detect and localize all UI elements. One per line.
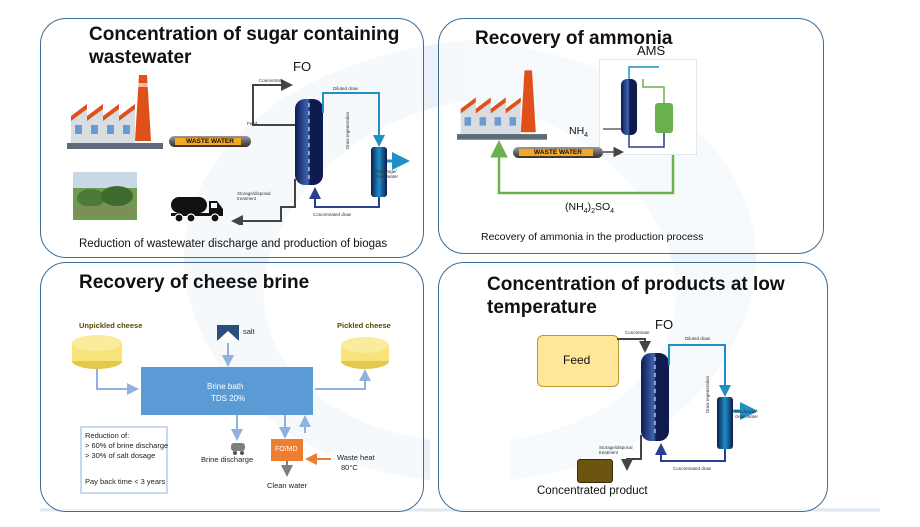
concentrated-product-label: Concentrated product — [537, 485, 648, 497]
membrane-column-icon — [295, 99, 323, 185]
feed-label: Feed — [247, 121, 258, 126]
fo-label: FO — [293, 59, 312, 74]
concentrate-label: Concentrate — [259, 78, 284, 83]
brine-bath-label: Brine bath — [207, 382, 244, 391]
panel-caption: Recovery of ammonia in the production pr… — [481, 231, 704, 243]
cheese-wheel-icon — [72, 335, 122, 369]
fo-process-diagram — [617, 338, 758, 471]
ammonium-sulfate-label: (NH4)2SO4 — [565, 201, 615, 216]
small-tank-icon — [231, 443, 245, 455]
panel-sugar-wastewater: Concentration of sugar containing wastew… — [40, 18, 424, 258]
panel-ammonia-recovery: Recovery of ammonia AMS NH4 WASTE WATER — [438, 18, 824, 254]
temperature-label: 80°C — [341, 463, 358, 472]
reduction-heading: Reduction of: — [85, 431, 130, 440]
draw-regeneration-label: Draw regeneration — [705, 375, 710, 413]
tanker-truck-icon — [171, 197, 223, 223]
ams-label: AMS — [637, 43, 666, 58]
unpickled-cheese-label: Unpickled cheese — [79, 321, 143, 330]
panel-title: Concentration of sugar containing wastew… — [89, 23, 399, 69]
factory-icon — [457, 70, 547, 140]
brine-reduction-text: > 60% of brine discharge — [85, 441, 169, 450]
discharge-label: Discharge/clean water — [735, 409, 759, 419]
tds-label: TDS 20% — [211, 394, 246, 403]
biogas-plant-icon — [73, 172, 137, 220]
concentrate-label: Concentrate — [625, 330, 650, 335]
nh4-label: NH4 — [569, 125, 589, 140]
panel-title: Recovery of cheese brine — [79, 272, 310, 293]
pickled-cheese-label: Pickled cheese — [337, 321, 391, 330]
concentrated-product-box — [577, 459, 613, 483]
salt-label: salt — [243, 327, 255, 336]
fo-label: FO — [655, 317, 674, 332]
cheese-brine-diagram — [72, 325, 389, 494]
fomd-label: FO/MD — [275, 446, 298, 453]
concentrated-draw-label: Concentrated draw — [673, 466, 712, 471]
waste-heat-label: Waste heat — [337, 453, 375, 462]
panel-low-temperature-concentration: Concentration of products at low tempera… — [438, 262, 828, 512]
pipe-icon: WASTE WATER — [513, 147, 603, 158]
panel-caption: Reduction of wastewater discharge and pr… — [79, 238, 388, 250]
panel-cheese-brine: Recovery of cheese brine Unpickled chees… — [40, 262, 424, 512]
salt-pile-icon — [217, 325, 239, 341]
brine-discharge-label: Brine discharge — [201, 455, 254, 464]
discharge-label: Discharge/clean water — [375, 169, 399, 179]
feed-box — [537, 335, 619, 387]
concentrated-draw-label: Concentrated draw — [313, 212, 352, 217]
diluted-draw-label: Diluted draw — [333, 86, 359, 91]
diluted-draw-label: Diluted draw — [685, 336, 711, 341]
ams-unit-diagram — [599, 59, 697, 155]
salt-reduction-text: > 30% of salt dosage — [85, 451, 156, 460]
ammonia-flow-arrows — [490, 140, 675, 195]
factory-icon — [67, 75, 163, 149]
payback-text: Pay back time < 3 years — [85, 477, 166, 486]
clean-water-label: Clean water — [267, 481, 308, 490]
panel-title: Concentration of products at low tempera… — [487, 273, 785, 319]
title-line-1: Concentration of sugar containing — [89, 24, 400, 45]
pipe-icon: WASTE WATER — [169, 136, 251, 147]
cheese-wheel-icon — [341, 337, 389, 369]
title-line-2: wastewater — [89, 47, 192, 68]
title-line-2: temperature — [487, 297, 597, 318]
draw-regeneration-label: Draw regeneration — [345, 111, 350, 149]
fo-process-diagram — [231, 79, 410, 225]
feed-label: Feed — [563, 353, 591, 367]
waste-water-label: WASTE WATER — [186, 138, 234, 145]
waste-water-label: WASTE WATER — [534, 149, 582, 156]
panel-title: Recovery of ammonia — [475, 28, 673, 49]
title-line-1: Concentration of products at low — [487, 274, 785, 295]
